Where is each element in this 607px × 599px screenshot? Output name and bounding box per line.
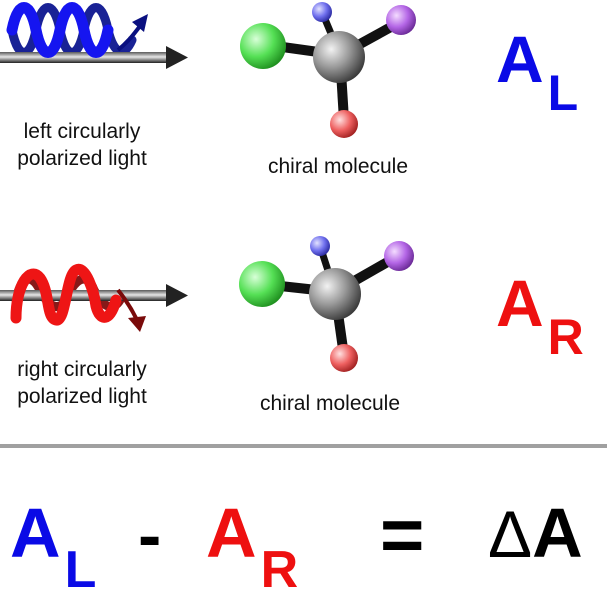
chiral-molecule-1	[240, 2, 416, 138]
atom-red	[330, 110, 358, 138]
helix-arrowhead	[132, 14, 148, 32]
symbol-subscript-2: R	[547, 309, 584, 365]
atom-green	[240, 23, 286, 69]
helix-front-strand-red	[10, 264, 122, 326]
right-light-caption: right circularly polarized light	[2, 356, 162, 410]
equation-term-right: AR	[206, 494, 298, 596]
light-beam-arrowhead-2	[166, 284, 188, 307]
chiral-molecule-2	[239, 236, 414, 372]
section-divider	[0, 444, 607, 448]
left-light-caption-line1: left circularly	[23, 120, 141, 143]
atom-center-gray	[313, 31, 365, 83]
molecule-caption-1: chiral molecule	[267, 155, 409, 178]
symbol-subscript: L	[547, 65, 579, 121]
molecule-caption-2: chiral molecule	[259, 392, 401, 415]
right-light-caption-line2: polarized light	[17, 385, 147, 408]
atom-red-2	[330, 344, 358, 372]
atom-green-2	[239, 261, 285, 307]
equation-equals: =	[380, 493, 425, 578]
equation-result: ΔA	[488, 498, 583, 568]
equation-term-left: AL	[10, 494, 96, 596]
absorbance-left-symbol: AL	[496, 22, 578, 118]
atom-center-gray-2	[309, 268, 361, 320]
equation-minus: -	[138, 496, 162, 574]
atom-purple-2	[384, 241, 414, 271]
light-beam-rod	[0, 52, 168, 63]
helix-arrow-tail	[116, 24, 142, 52]
equation-term1-sub: L	[64, 541, 97, 599]
helix-arrowhead-red	[128, 316, 146, 332]
symbol-main: A	[496, 22, 544, 96]
left-light-caption: left circularly polarized light	[2, 118, 162, 172]
helix-front-strand	[6, 2, 114, 58]
helix-arrow-tail-red	[116, 288, 138, 319]
equation-term1-main: A	[10, 494, 61, 572]
light-beam-rod-2	[0, 290, 168, 301]
light-beam-arrowhead	[166, 46, 188, 69]
absorbance-right-symbol: AR	[496, 266, 584, 362]
left-light-caption-line2: polarized light	[17, 147, 147, 170]
equation-result-main: A	[532, 494, 583, 572]
atom-purple	[386, 5, 416, 35]
atom-blue-small	[312, 2, 332, 22]
symbol-main-2: A	[496, 266, 544, 340]
equation-term2-sub: R	[260, 541, 299, 599]
equation-term2-main: A	[206, 494, 257, 572]
delta-symbol: Δ	[488, 497, 533, 571]
left-polarized-light-graphic	[0, 2, 416, 372]
right-light-caption-line1: right circularly	[17, 358, 147, 381]
atom-blue-small-2	[310, 236, 330, 256]
